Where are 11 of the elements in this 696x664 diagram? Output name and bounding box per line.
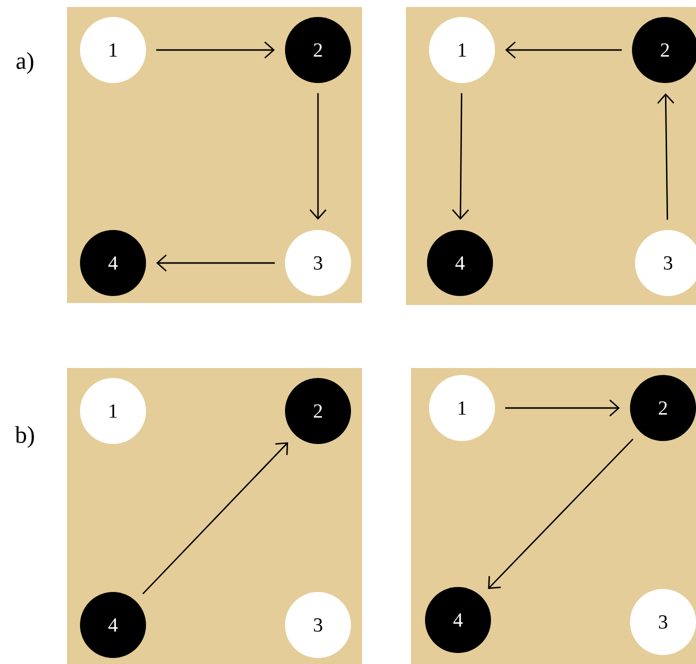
arrow bbox=[309, 93, 327, 220]
arrow bbox=[452, 93, 470, 220]
arrow bbox=[142, 442, 288, 594]
arrow bbox=[505, 41, 622, 59]
arrow bbox=[156, 41, 275, 59]
arrow bbox=[156, 254, 275, 272]
arrow bbox=[657, 93, 674, 220]
panel-label: b) bbox=[15, 426, 34, 448]
panel-label: a) bbox=[16, 52, 34, 74]
arrow bbox=[488, 438, 634, 589]
arrow bbox=[505, 399, 620, 417]
